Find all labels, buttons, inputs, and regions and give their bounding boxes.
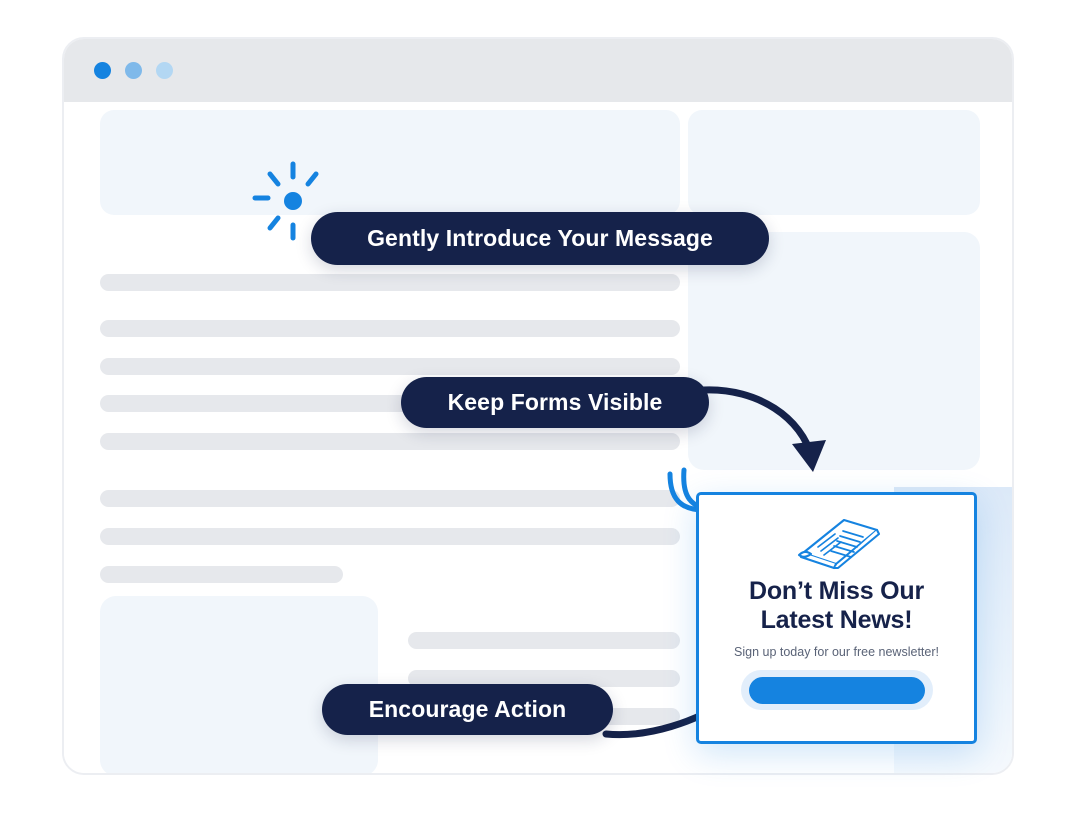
browser-titlebar: [64, 39, 1012, 102]
traffic-light-dot-light[interactable]: [156, 62, 173, 79]
callout-pill-keep-forms-visible[interactable]: Keep Forms Visible: [401, 377, 709, 428]
callout-pill-encourage-action[interactable]: Encourage Action: [322, 684, 613, 735]
newspaper-icon: [789, 511, 885, 573]
newsletter-title-line-2: Latest News!: [760, 605, 913, 634]
hero-placeholder-block: [100, 110, 680, 215]
skeleton-line: [100, 528, 680, 545]
sidebar-middle-placeholder-block: [688, 232, 980, 470]
newsletter-popup-card: Don’t Miss Our Latest News! Sign up toda…: [696, 492, 977, 744]
skeleton-line: [100, 490, 680, 507]
skeleton-line: [100, 320, 680, 337]
skeleton-line: [408, 632, 680, 649]
skeleton-line: [100, 433, 680, 450]
sidebar-top-placeholder-block: [688, 110, 980, 215]
skeleton-line: [408, 670, 680, 687]
traffic-light-dot-medium[interactable]: [125, 62, 142, 79]
traffic-light-dot-dark[interactable]: [94, 62, 111, 79]
newsletter-cta-halo: [740, 670, 933, 710]
newsletter-subtitle: Sign up today for our free newsletter!: [734, 645, 939, 659]
newsletter-subscribe-button[interactable]: [748, 676, 925, 704]
shine-sparkle-icon: [250, 158, 336, 244]
newsletter-title-line-1: Don’t Miss Our: [749, 577, 924, 605]
callout-pill-gently-introduce[interactable]: Gently Introduce Your Message: [311, 212, 769, 265]
skeleton-line: [100, 274, 680, 291]
newsletter-title: Don’t Miss Our Latest News!: [749, 577, 924, 634]
skeleton-line: [100, 358, 680, 375]
bottom-left-placeholder-card: [100, 596, 378, 773]
skeleton-line: [100, 566, 343, 583]
